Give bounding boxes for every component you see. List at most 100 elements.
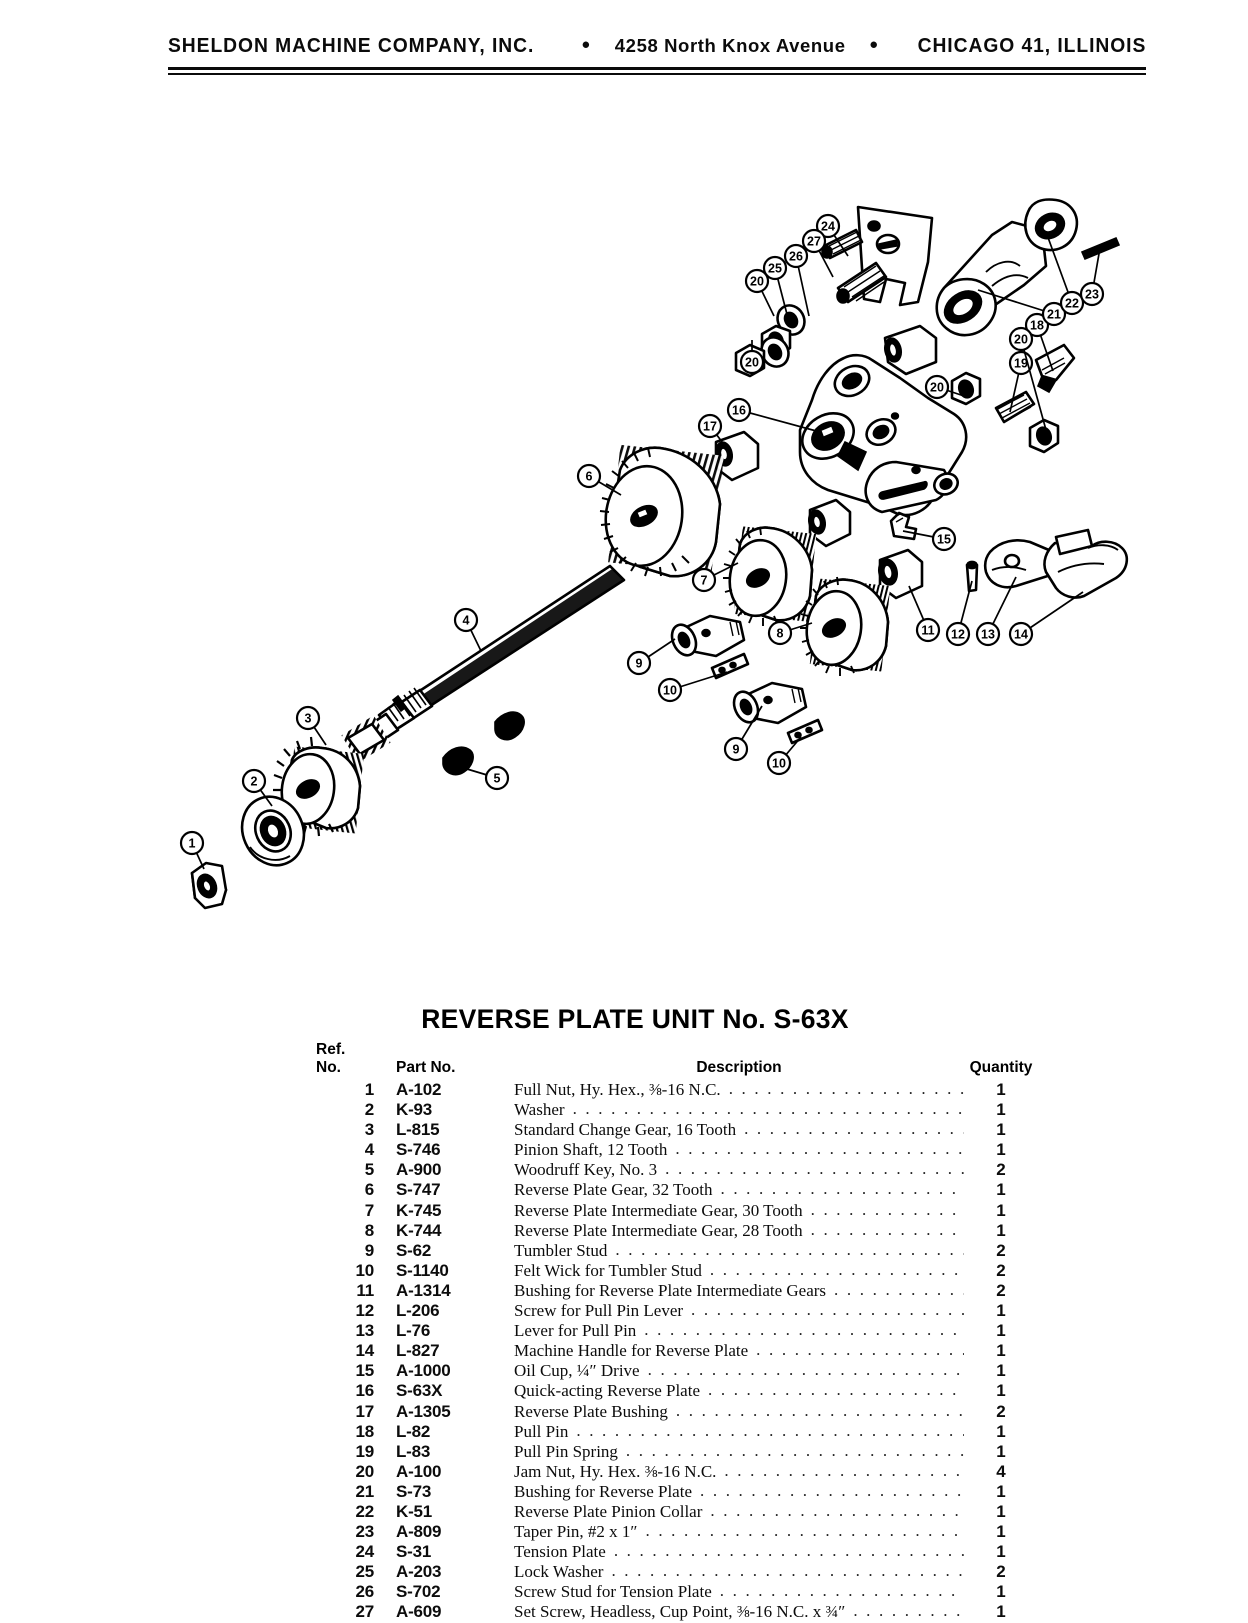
- part-screw-pull-pin-lever: [965, 560, 979, 593]
- cell-quantity: 1: [996, 1501, 1006, 1521]
- part-intermediate-gear-28t: [800, 576, 891, 676]
- cell-part-no: K-744: [396, 1220, 442, 1240]
- callout-number: 1: [189, 837, 196, 851]
- cell-description: Screw Stud for Tension Plate............…: [514, 1581, 964, 1602]
- callout-number: 13: [981, 628, 995, 642]
- callout-bubble: [924, 374, 950, 400]
- callout-bubble: [1008, 326, 1034, 352]
- cell-description: Pull Pin................................…: [514, 1421, 964, 1442]
- dot-leader: ........................................…: [708, 1380, 964, 1400]
- description-text: Lock Washer: [514, 1562, 604, 1582]
- cell-part-no: A-900: [396, 1160, 442, 1180]
- dot-leader: ........................................…: [675, 1139, 964, 1159]
- dot-leader: ........................................…: [853, 1601, 964, 1621]
- cell-description: Woodruff Key, No. 3.....................…: [514, 1159, 964, 1180]
- header-rule-lower: [168, 73, 1146, 75]
- callout-bubble: [945, 621, 971, 647]
- callout-21-bushing-reverse-plate: 21: [977, 289, 1067, 327]
- callout-bubble: [576, 463, 602, 489]
- dot-leader: ........................................…: [675, 1400, 964, 1420]
- cell-quantity: 1: [996, 1441, 1006, 1461]
- cell-ref-no: 9: [364, 1240, 374, 1260]
- part-reverse-plate-gear-32t: [599, 444, 724, 578]
- callout-number: 24: [821, 220, 835, 234]
- callout-bubble: [626, 650, 652, 676]
- cell-part-no: S-73: [396, 1481, 432, 1501]
- part-standard-change-gear-16t: [273, 736, 364, 837]
- callout-number: 25: [768, 262, 782, 276]
- callout-bubble: [801, 228, 827, 254]
- callout-leader-line: [1020, 338, 1047, 431]
- description-text: Full Nut, Hy. Hex., ⅜-16 N.C.: [514, 1080, 721, 1099]
- description-text: Standard Change Gear, 16 Tooth: [514, 1120, 737, 1140]
- cell-quantity: 1: [996, 1200, 1006, 1220]
- part-tension-plate: [856, 205, 934, 307]
- callout-number: 4: [463, 614, 470, 628]
- description-text: Reverse Plate Gear, 32 Tooth: [514, 1180, 713, 1200]
- callout-number: 10: [772, 757, 786, 771]
- dot-leader: ........................................…: [691, 1300, 964, 1320]
- callout-9-tumbler-stud-b: 9: [723, 705, 763, 762]
- callout-6-reverse-plate-gear: 6: [576, 463, 622, 496]
- column-header-part-no: Part No.: [396, 1059, 456, 1076]
- description-wrapper: Pull Pin................................…: [514, 1421, 964, 1442]
- callout-number: 27: [807, 235, 821, 249]
- callout-14-machine-handle: 14: [1008, 591, 1084, 647]
- part-pinion-collar: [1024, 198, 1079, 252]
- callout-number: 3: [305, 712, 312, 726]
- description-wrapper: Lock Washer.............................…: [514, 1561, 964, 1582]
- cell-ref-no: 16: [355, 1381, 374, 1401]
- cell-description: Tumbler Stud............................…: [514, 1240, 964, 1261]
- cell-description: Set Screw, Headless, Cup Point, ⅜-16 N.C…: [514, 1601, 964, 1622]
- dot-leader: ........................................…: [700, 1480, 964, 1500]
- cell-description: Quick-acting Reverse Plate..............…: [514, 1380, 964, 1401]
- callout-2-washer: 2: [241, 768, 273, 807]
- callout-25-lock-washer: 25: [762, 255, 790, 323]
- part-reverse-plate-bushing-top: [883, 324, 938, 376]
- callout-number: 20: [1014, 333, 1028, 347]
- description-wrapper: Reverse Plate Pinion Collar.............…: [514, 1501, 964, 1522]
- dot-leader: ........................................…: [665, 1159, 964, 1179]
- description-wrapper: Quick-acting Reverse Plate..............…: [514, 1380, 964, 1401]
- dot-leader: ........................................…: [724, 1460, 964, 1480]
- dot-leader: ........................................…: [834, 1279, 964, 1299]
- cell-description: Reverse Plate Gear, 32 Tooth............…: [514, 1179, 964, 1200]
- description-text: Reverse Plate Intermediate Gear, 28 Toot…: [514, 1220, 803, 1240]
- callout-20-jam-nut-b: 20: [924, 374, 965, 400]
- city-state: CHICAGO 41, ILLINOIS: [917, 34, 1146, 57]
- callout-leader-line: [977, 289, 1055, 315]
- part-felt-wick-b: [786, 718, 824, 745]
- description-text: Quick-acting Reverse Plate: [514, 1381, 700, 1401]
- description-text: Set Screw, Headless, Cup Point, ⅜-16 N.C…: [514, 1602, 846, 1622]
- parts-list-section: REVERSE PLATE UNIT No. S-63X Ref. No. Pa…: [0, 1004, 1248, 1623]
- description-text: Reverse Plate Bushing: [514, 1401, 668, 1421]
- cell-quantity: 1: [996, 1381, 1006, 1401]
- dot-leader: ........................................…: [572, 1099, 964, 1119]
- description-wrapper: Bushing for Reverse Plate...............…: [514, 1480, 964, 1502]
- cell-quantity: 1: [996, 1321, 1006, 1341]
- callout-bubble: [1041, 301, 1067, 327]
- callout-bubble: [723, 736, 749, 762]
- callout-bubble: [1008, 621, 1034, 647]
- part-tumbler-stud-a: [670, 614, 746, 658]
- cell-part-no: L-76: [396, 1321, 431, 1341]
- description-wrapper: Tension Plate...........................…: [514, 1541, 964, 1562]
- description-wrapper: Oil Cup, ¼″ Drive.......................…: [514, 1360, 964, 1381]
- part-washer: [240, 795, 306, 867]
- callout-bubble: [295, 705, 321, 731]
- cell-quantity: 2: [996, 1160, 1006, 1180]
- callout-bubble: [766, 750, 792, 776]
- callout-16-quick-acting-reverse-plate: 16: [726, 397, 821, 433]
- cell-part-no: A-609: [396, 1602, 442, 1622]
- part-reverse-plate-pinion-shaft: [935, 220, 1048, 337]
